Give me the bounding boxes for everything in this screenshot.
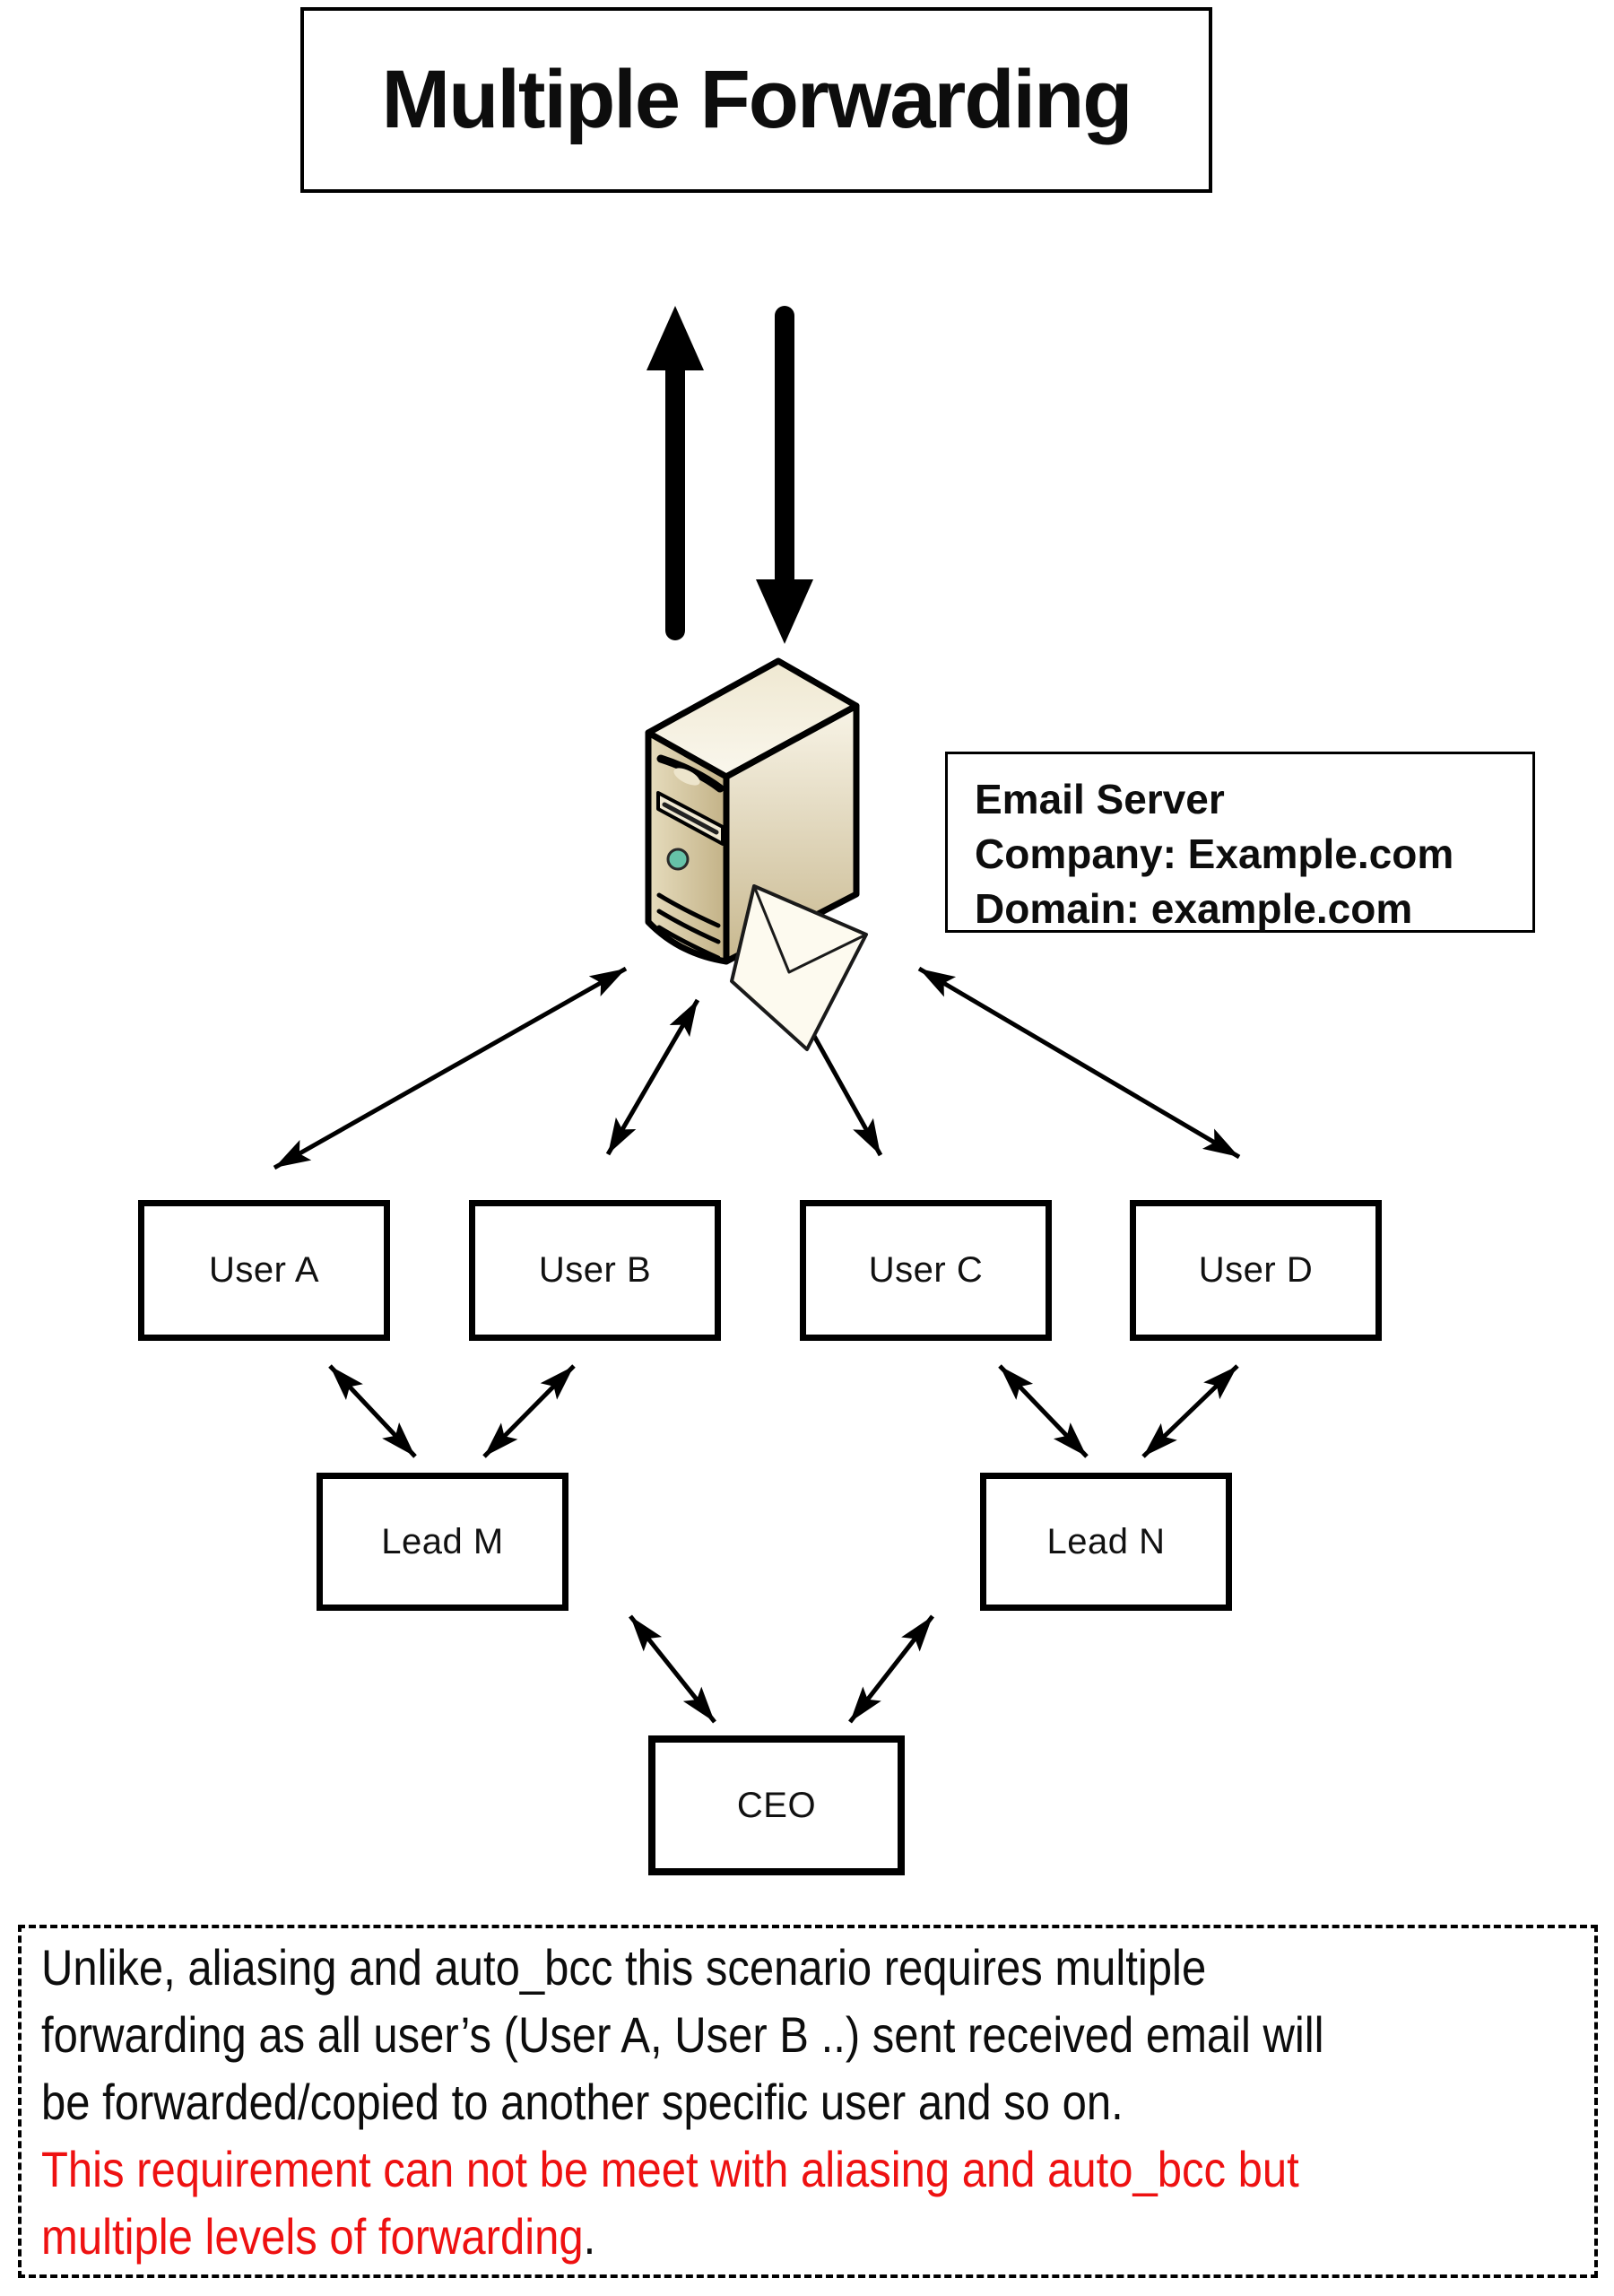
node-ceo: CEO: [648, 1735, 905, 1875]
email-server-label-box: Email Server Company: Example.com Domain…: [945, 752, 1535, 933]
user-a-lead-m-arrow: [328, 1364, 417, 1458]
scenario-note-text: Unlike, aliasing and auto_bcc this scena…: [41, 1934, 1594, 2270]
server-user-b-arrow: [605, 998, 700, 1156]
lead-n-ceo-arrow: [848, 1614, 934, 1724]
user-b-lead-m-arrow: [482, 1364, 576, 1458]
server-led: [666, 848, 690, 871]
node-lead-m-label: Lead M: [381, 1521, 504, 1561]
server-user-d-arrow: [917, 966, 1241, 1160]
node-user-d-label: User D: [1198, 1250, 1314, 1290]
user-d-lead-n-arrow: [1141, 1364, 1239, 1458]
scenario-note-black-text: Unlike, aliasing and auto_bcc this scena…: [41, 1939, 1324, 2130]
envelope-icon: [730, 884, 868, 1051]
lead-m-ceo-arrow: [629, 1614, 716, 1724]
node-user-d: User D: [1130, 1200, 1382, 1341]
title-box: Multiple Forwarding: [300, 7, 1212, 193]
mail-down-arrow: [756, 306, 813, 644]
page-title: Multiple Forwarding: [381, 54, 1133, 145]
server-user-a-arrow: [273, 966, 628, 1170]
node-ceo-label: CEO: [736, 1785, 817, 1825]
node-user-b-label: User B: [538, 1250, 652, 1290]
node-user-c-label: User C: [868, 1250, 984, 1290]
email-server-label-line2: Company: Example.com: [975, 831, 1454, 877]
email-server-label-line3: Domain: example.com: [975, 885, 1413, 932]
node-lead-n: Lead N: [980, 1473, 1232, 1611]
node-user-a-label: User A: [208, 1250, 320, 1290]
node-user-a: User A: [138, 1200, 390, 1341]
scenario-note-box: Unlike, aliasing and auto_bcc this scena…: [18, 1925, 1598, 2278]
node-user-b: User B: [469, 1200, 721, 1341]
email-server-label-line1: Email Server: [975, 776, 1225, 822]
node-lead-n-label: Lead N: [1046, 1521, 1166, 1561]
node-lead-m: Lead M: [317, 1473, 568, 1611]
mail-up-arrow: [646, 306, 704, 640]
scenario-note-period: .: [583, 2208, 596, 2265]
user-c-lead-n-arrow: [998, 1364, 1089, 1458]
scenario-note-red-text: This requirement can not be meet with al…: [41, 2141, 1299, 2265]
node-user-c: User C: [800, 1200, 1052, 1341]
email-server-icon: [645, 657, 868, 1051]
